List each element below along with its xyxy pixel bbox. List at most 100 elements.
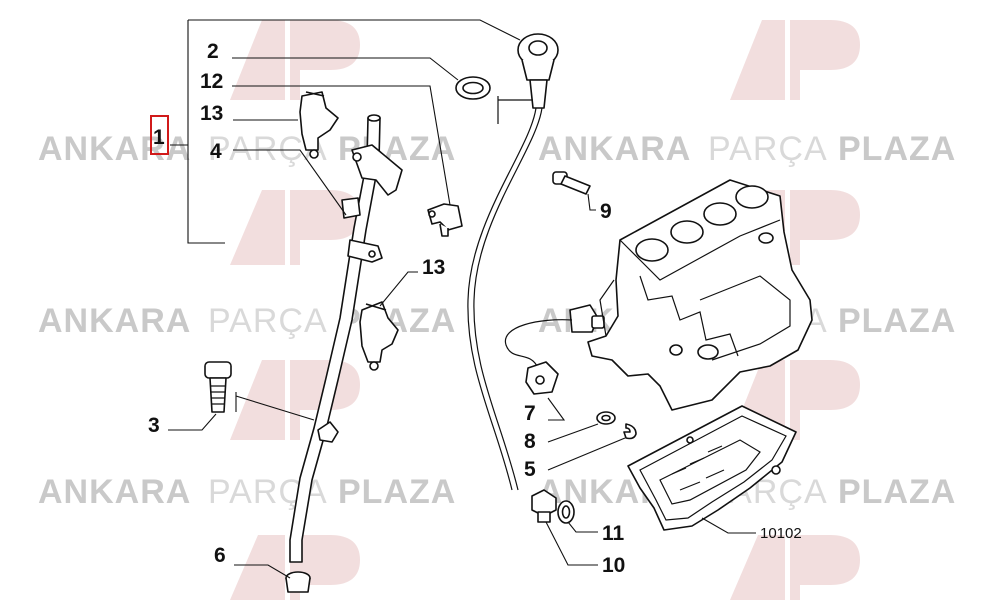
- oil-pan-sump: [659, 439, 761, 505]
- plug-body: [285, 577, 311, 593]
- sensor-hole: [535, 375, 545, 385]
- watermark-row: ANKARA PARÇA PLAZA ANKARA PARÇA PLAZA: [38, 302, 955, 340]
- bolt-thread: [211, 385, 225, 405]
- oil-pan-baffles: [671, 445, 725, 491]
- label-part-13[interactable]: 13: [422, 256, 445, 279]
- cylinder-bore-2: [670, 220, 704, 244]
- part-13-clip-upper[interactable]: [299, 91, 339, 159]
- leader-13b: [379, 271, 418, 307]
- engine-port: [697, 344, 719, 360]
- part-13-clip-lower[interactable]: [359, 301, 399, 371]
- drain-plug-head: [531, 489, 557, 517]
- watermark-layer: ANKARA PARÇA PLAZA ANKARA PARÇA PLAZA AN…: [38, 20, 956, 600]
- watermark-end: PLAZA: [338, 473, 456, 511]
- part-11-washer[interactable]: [557, 500, 575, 524]
- part-6-plug[interactable]: [285, 571, 311, 593]
- leader-6: [234, 564, 291, 579]
- dipstick-reference-mark: [497, 96, 533, 124]
- part-10-drain-plug[interactable]: [531, 489, 557, 523]
- guide-tube-upper-bracket: [351, 144, 403, 196]
- engine-block-ribs: [639, 275, 739, 357]
- label-part-7[interactable]: 7: [524, 402, 536, 425]
- engine-port: [669, 344, 683, 356]
- guide-tube-top: [367, 114, 381, 122]
- clip-screw: [369, 361, 379, 371]
- engine-block-front-edge: [599, 279, 615, 337]
- bracket-hole: [368, 250, 376, 258]
- guide-tube-lower-bracket: [317, 421, 339, 443]
- bracket-tab: [439, 223, 449, 237]
- washer-inner: [561, 505, 571, 519]
- bracket-hole: [428, 210, 436, 218]
- label-part-10102[interactable]: 10102: [760, 525, 802, 542]
- watermark-brand: ANKARA: [38, 302, 191, 340]
- dipstick-rod-a: [467, 107, 537, 491]
- leader-7: [547, 397, 566, 421]
- clip-body: [359, 301, 399, 363]
- circlip-body: [623, 423, 637, 440]
- oil-pan-bolt: [686, 436, 694, 444]
- label-part-13[interactable]: 13: [200, 102, 223, 125]
- part-2-o-ring[interactable]: [455, 76, 491, 100]
- bracket-body: [427, 203, 463, 231]
- watermark-middle: PARÇA: [208, 302, 328, 340]
- part-3-bolt[interactable]: [204, 361, 232, 413]
- label-part-11[interactable]: 11: [602, 522, 625, 545]
- dipstick[interactable]: [467, 33, 559, 491]
- watermark-end: PLAZA: [838, 130, 956, 168]
- label-part-4[interactable]: 4: [210, 140, 222, 163]
- engine-block[interactable]: [587, 179, 813, 411]
- part-9-screw[interactable]: [552, 171, 591, 195]
- watermark-end: PLAZA: [338, 302, 456, 340]
- watermark-logo: [230, 535, 360, 600]
- part-1-highlight-box: [150, 115, 169, 155]
- engine-port: [758, 232, 774, 244]
- clip-lip: [305, 91, 325, 97]
- engine-deck-edge: [619, 219, 781, 281]
- part-5-circlip[interactable]: [623, 423, 637, 440]
- oil-pan-inner: [639, 415, 787, 521]
- watermark-brand: ANKARA: [38, 130, 191, 168]
- label-part-1[interactable]: 1: [153, 126, 165, 149]
- bolt-head: [204, 361, 232, 379]
- leader-8: [547, 423, 599, 443]
- dipstick-handle-hole: [528, 40, 548, 56]
- label-part-2[interactable]: 2: [207, 40, 219, 63]
- oil-pan-rim: [627, 405, 797, 531]
- label-part-3[interactable]: 3: [148, 414, 160, 437]
- cylinder-bore-3: [703, 202, 737, 226]
- watermark-brand: ANKARA: [38, 473, 191, 511]
- o-ring-inner: [462, 81, 484, 95]
- label-part-6[interactable]: 6: [214, 544, 226, 567]
- leader-5: [547, 437, 626, 471]
- label-part-5[interactable]: 5: [524, 458, 536, 481]
- watermark-end: PLAZA: [838, 473, 956, 511]
- dipstick-cap: [529, 79, 548, 109]
- engine-block-body: [587, 179, 813, 411]
- dipstick-rod-b: [473, 107, 543, 491]
- oil-pan[interactable]: [627, 405, 797, 531]
- assembly-bracket-top: [188, 19, 521, 41]
- assembly-bracket: [187, 20, 225, 244]
- label-part-8[interactable]: 8: [524, 430, 536, 453]
- leader-4: [233, 149, 347, 216]
- leader-10: [545, 521, 598, 566]
- part-7-sensor[interactable]: [504, 304, 605, 395]
- screw-shank: [560, 175, 591, 195]
- label-part-9[interactable]: 9: [600, 200, 612, 223]
- cylinder-bore-1: [635, 238, 669, 262]
- part-8-ring[interactable]: [596, 411, 616, 425]
- part-4-guide-tube[interactable]: [289, 114, 403, 563]
- bracket-hole: [352, 152, 362, 162]
- watermark-logo: [230, 190, 360, 265]
- part-12-bracket[interactable]: [427, 203, 463, 237]
- watermark-row: ANKARA PARÇA PLAZA ANKARA PARÇA PLAZA: [38, 473, 956, 511]
- bolt-shank: [209, 377, 227, 413]
- label-part-12[interactable]: 12: [200, 70, 223, 93]
- guide-tube-body: [289, 117, 381, 563]
- watermark-logo: [730, 20, 860, 100]
- connector-tip: [591, 315, 605, 329]
- label-part-10[interactable]: 10: [602, 554, 625, 577]
